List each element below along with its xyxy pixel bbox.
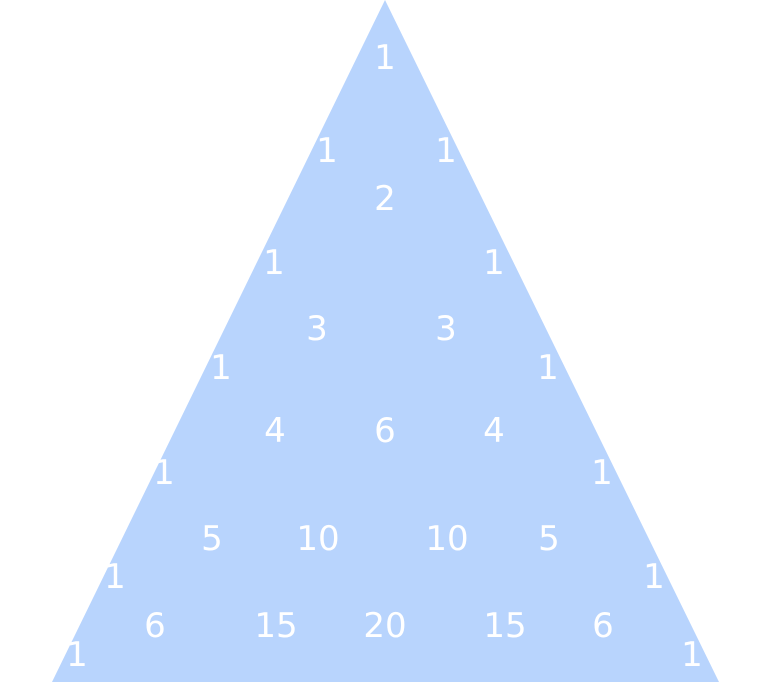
number-label: 1	[66, 635, 88, 675]
number-label: 3	[435, 309, 457, 349]
number-label: 20	[363, 606, 406, 646]
number-label: 3	[306, 309, 328, 349]
number-label: 1	[210, 348, 232, 388]
number-label: 6	[592, 606, 614, 646]
number-label: 6	[144, 606, 166, 646]
number-label: 10	[425, 519, 468, 559]
number-labels: 1 1 1 2 1 1 3 3 1 1 4 6 4 1 1 5 10 10 5 …	[66, 38, 703, 675]
number-label: 1	[681, 635, 703, 675]
number-label: 1	[153, 453, 175, 493]
number-label: 10	[296, 519, 339, 559]
number-label: 2	[374, 179, 396, 219]
number-label: 1	[104, 557, 126, 597]
number-label: 1	[263, 243, 285, 283]
number-label: 15	[254, 606, 297, 646]
number-label: 15	[483, 606, 526, 646]
number-label: 1	[435, 131, 457, 171]
number-label: 1	[316, 131, 338, 171]
number-label: 6	[374, 411, 396, 451]
number-label: 1	[591, 453, 613, 493]
number-label: 1	[374, 38, 396, 78]
number-label: 5	[201, 519, 223, 559]
number-label: 1	[483, 243, 505, 283]
number-label: 4	[264, 411, 286, 451]
number-label: 1	[643, 557, 665, 597]
triangle-shape	[52, 0, 719, 682]
number-label: 1	[537, 348, 559, 388]
number-label: 5	[538, 519, 560, 559]
number-label: 4	[483, 411, 505, 451]
